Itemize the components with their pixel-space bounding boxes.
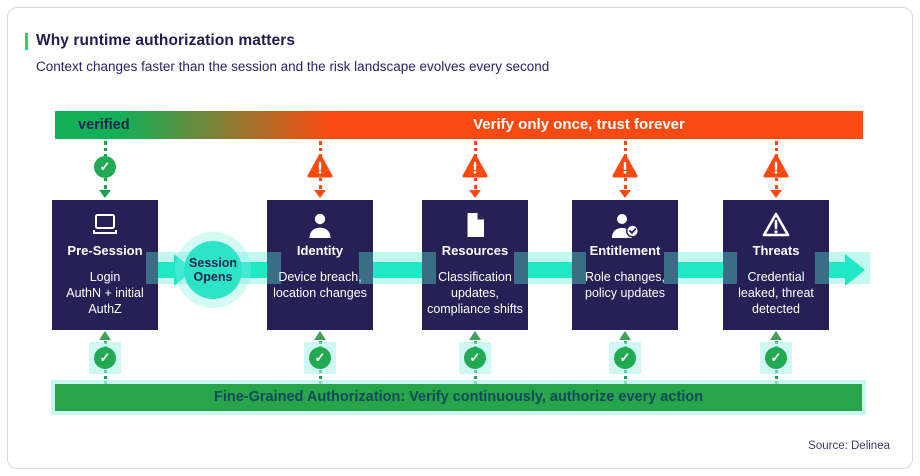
verified-check-icon: ✓ bbox=[94, 347, 116, 369]
verified-check-icon: ✓ bbox=[464, 347, 486, 369]
verified-check-icon: ✓ bbox=[94, 156, 116, 178]
stage-box-entitlement: Entitlement Role changes, policy updates bbox=[572, 200, 678, 330]
laptop-icon bbox=[52, 211, 158, 238]
fine-grained-authorization-banner: Fine-Grained Authorization: Verify conti… bbox=[55, 384, 862, 411]
flow-segment bbox=[528, 262, 572, 278]
flow-segment bbox=[678, 262, 723, 278]
stage-box-resources: Resources Classification updates, compli… bbox=[422, 200, 528, 330]
flow-segment bbox=[158, 262, 176, 278]
title-accent-bar bbox=[25, 33, 28, 50]
session-line2: Opens bbox=[193, 270, 233, 284]
arrow-up-icon bbox=[619, 331, 631, 340]
stage-description: Login AuthN + initial AuthZ bbox=[66, 270, 144, 316]
arrow-up-icon bbox=[469, 331, 481, 340]
arrow-down-icon bbox=[314, 190, 326, 198]
trust-gradient-banner: verified Verify only once, trust forever bbox=[55, 111, 863, 139]
session-line1: Session bbox=[189, 255, 237, 270]
arrow-up-icon bbox=[770, 331, 782, 340]
trust-forever-label: Verify only once, trust forever bbox=[473, 116, 685, 133]
verified-check-icon: ✓ bbox=[614, 347, 636, 369]
stage-box-identity: Identity Device breach, location changes bbox=[267, 200, 373, 330]
arrow-up-icon bbox=[99, 331, 111, 340]
page-subtitle: Context changes faster than the session … bbox=[36, 59, 550, 74]
stage-description: Role changes, policy updates bbox=[585, 270, 665, 300]
alert-triangle-icon bbox=[307, 154, 333, 178]
flow-segment bbox=[240, 262, 267, 278]
stage-name: Entitlement bbox=[589, 243, 661, 258]
page-title: Why runtime authorization matters bbox=[36, 32, 296, 49]
person-check-icon bbox=[572, 211, 678, 238]
flow-segment bbox=[829, 262, 847, 278]
stage-name: Threats bbox=[752, 243, 800, 258]
alert-triangle-icon bbox=[462, 154, 488, 178]
flow-arrowhead-icon bbox=[845, 254, 865, 286]
arrow-up-icon bbox=[314, 331, 326, 340]
stage-description: Credential leaked, threat detected bbox=[738, 270, 814, 316]
arrow-down-icon bbox=[770, 190, 782, 198]
arrow-down-icon bbox=[99, 190, 111, 198]
fine-grained-authorization-label: Fine-Grained Authorization: Verify conti… bbox=[213, 389, 704, 405]
document-icon bbox=[422, 211, 528, 238]
arrow-down-icon bbox=[469, 190, 481, 198]
source-attribution: Source: Delinea bbox=[808, 440, 890, 452]
stage-box-threats: Threats Credential leaked, threat detect… bbox=[723, 200, 829, 330]
verified-label: verified bbox=[78, 117, 130, 133]
stage-description: Device breach, location changes bbox=[273, 270, 367, 300]
session-opens-marker: Session Opens bbox=[184, 241, 242, 299]
flow-segment bbox=[373, 262, 422, 278]
verified-check-icon: ✓ bbox=[309, 347, 331, 369]
alert-triangle-icon bbox=[763, 154, 789, 178]
alert-triangle-icon bbox=[612, 154, 638, 178]
person-icon bbox=[267, 211, 373, 238]
stage-name: Identity bbox=[296, 243, 344, 258]
arrow-down-icon bbox=[619, 190, 631, 198]
warning-triangle-icon bbox=[723, 211, 829, 238]
verified-check-icon: ✓ bbox=[765, 347, 787, 369]
stage-description: Classification updates, compliance shift… bbox=[427, 270, 523, 316]
stage-box-pre-session: Pre-Session Login AuthN + initial AuthZ bbox=[52, 200, 158, 330]
stage-name: Pre-Session bbox=[67, 243, 143, 258]
stage-name: Resources bbox=[441, 243, 509, 258]
